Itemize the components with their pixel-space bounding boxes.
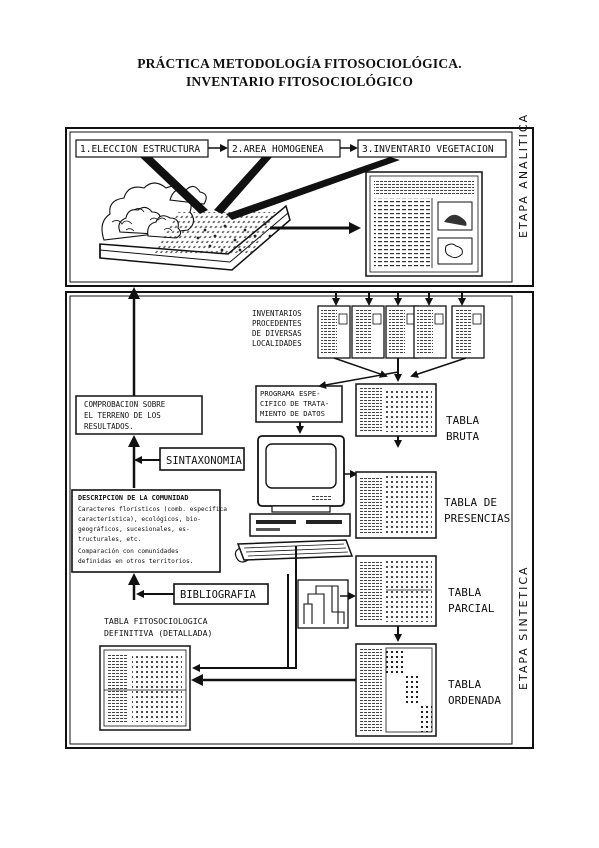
svg-text:CIFICO DE TRATA-: CIFICO DE TRATA-	[260, 399, 329, 408]
svg-text:PROCEDENTES: PROCEDENTES	[252, 319, 302, 328]
stage-label-synthetic: ETAPA SINTETICA	[517, 565, 530, 690]
analytic-panel: ETAPA ANALITICA 1.ELECCION ESTRUCTURA 2.…	[65, 113, 534, 287]
svg-text:RESULTADOS.: RESULTADOS.	[84, 422, 134, 431]
step-2-box: 2.AREA HOMOGENEA	[227, 139, 341, 158]
inventory-sheet	[413, 293, 447, 359]
svg-text:MIENTO DE DATOS: MIENTO DE DATOS	[260, 409, 325, 418]
svg-text:SINTAXONOMIA: SINTAXONOMIA	[166, 455, 243, 467]
svg-text:DEFINITIVA (DETALLADA): DEFINITIVA (DETALLADA)	[104, 628, 212, 638]
svg-text:TABLA: TABLA	[446, 414, 479, 427]
svg-text:Comparación con comunidades: Comparación con comunidades	[78, 547, 179, 555]
svg-text:INVENTARIOS: INVENTARIOS	[252, 309, 302, 318]
svg-text:TABLA DE: TABLA DE	[444, 496, 497, 509]
svg-text:BRUTA: BRUTA	[446, 430, 479, 443]
svg-text:COMPROBACION SOBRE: COMPROBACION SOBRE	[84, 400, 166, 409]
svg-text:PRESENCIAS: PRESENCIAS	[444, 512, 510, 525]
inventory-sheet	[317, 293, 351, 359]
title-line-1: PRÁCTICA METODOLOGÍA FITOSOCIOLÓGICA.	[137, 56, 462, 71]
svg-text:definidas en otros territorios: definidas en otros territorios.	[78, 558, 193, 565]
synthetic-panel: ETAPA SINTETICA	[65, 291, 534, 749]
svg-text:DESCRIPCION DE LA COMUNIDAD: DESCRIPCION DE LA COMUNIDAD	[78, 494, 189, 502]
inventory-sheet-illustration	[365, 171, 483, 277]
vegetation-landscape-illustration	[99, 157, 400, 271]
svg-text:tructurales, etc.: tructurales, etc.	[78, 536, 141, 543]
svg-text:característica), ecológicos, b: característica), ecológicos, bio-	[78, 515, 201, 523]
tabla-presencias: TABLA DE PRESENCIAS	[355, 471, 510, 539]
svg-text:geográficos, sucesionales, es-: geográficos, sucesionales, es-	[78, 525, 190, 533]
title-line-2: INVENTARIO FITOSOCIOLÓGICO	[185, 74, 414, 89]
step-2-label: 2.AREA HOMOGENEA	[232, 144, 324, 155]
inventory-sheet	[385, 293, 419, 359]
inventory-sheets-row	[317, 293, 485, 382]
svg-text:ORDENADA: ORDENADA	[448, 694, 501, 707]
svg-text:PARCIAL: PARCIAL	[448, 602, 495, 615]
tabla-bruta: TABLA BRUTA	[355, 383, 479, 443]
stage-label-analytic: ETAPA ANALITICA	[517, 113, 530, 238]
svg-text:BIBLIOGRAFIA: BIBLIOGRAFIA	[180, 589, 257, 601]
to-programa-arrow	[318, 371, 399, 389]
tables-column: TABLA BRUTA TABLA DE PRESENCIAS TABLA PA…	[355, 383, 510, 737]
svg-text:TABLA: TABLA	[448, 678, 481, 691]
dendrogram-illustration	[287, 574, 349, 668]
svg-text:PROGRAMA ESPE-: PROGRAMA ESPE-	[260, 389, 321, 398]
svg-text:TABLA: TABLA	[448, 586, 481, 599]
svg-text:LOCALIDADES: LOCALIDADES	[252, 339, 302, 348]
bibliografia-box: BIBLIOGRAFIA	[173, 583, 269, 605]
descripcion-box: DESCRIPCION DE LA COMUNIDAD Caracteres f…	[71, 489, 227, 573]
computer-illustration	[234, 435, 354, 563]
inventory-sheet	[351, 293, 385, 359]
inventarios-label: INVENTARIOS PROCEDENTES DE DIVERSAS LOCA…	[252, 309, 302, 348]
tabla-definitiva-sheet	[99, 645, 191, 731]
programa-box: PROGRAMA ESPE- CIFICO DE TRATA- MIENTO D…	[255, 385, 343, 434]
tabla-definitiva-label: TABLA FITOSOCIOLOGICA DEFINITIVA (DETALL…	[104, 616, 212, 638]
step-1-label: 1.ELECCION ESTRUCTURA	[80, 144, 200, 155]
svg-text:Caracteres florísticos (comb.: Caracteres florísticos (comb. específica	[78, 505, 227, 513]
svg-text:DE DIVERSAS: DE DIVERSAS	[252, 329, 302, 338]
svg-text:EL TERRENO DE LOS: EL TERRENO DE LOS	[84, 411, 161, 420]
svg-text:TABLA FITOSOCIOLOGICA: TABLA FITOSOCIOLOGICA	[104, 616, 208, 626]
tabla-parcial: TABLA PARCIAL	[355, 555, 495, 627]
inventory-sheet	[451, 293, 485, 359]
step-3-box: 3.INVENTARIO VEGETACION	[357, 139, 507, 158]
sintaxonomia-box: SINTAXONOMIA	[159, 447, 245, 471]
step-1-box: 1.ELECCION ESTRUCTURA	[75, 139, 209, 158]
tabla-ordenada: TABLA ORDENADA	[355, 643, 501, 737]
step-3-label: 3.INVENTARIO VEGETACION	[362, 144, 494, 155]
comprobacion-box: COMPROBACION SOBRE EL TERRENO DE LOS RES…	[75, 395, 203, 435]
